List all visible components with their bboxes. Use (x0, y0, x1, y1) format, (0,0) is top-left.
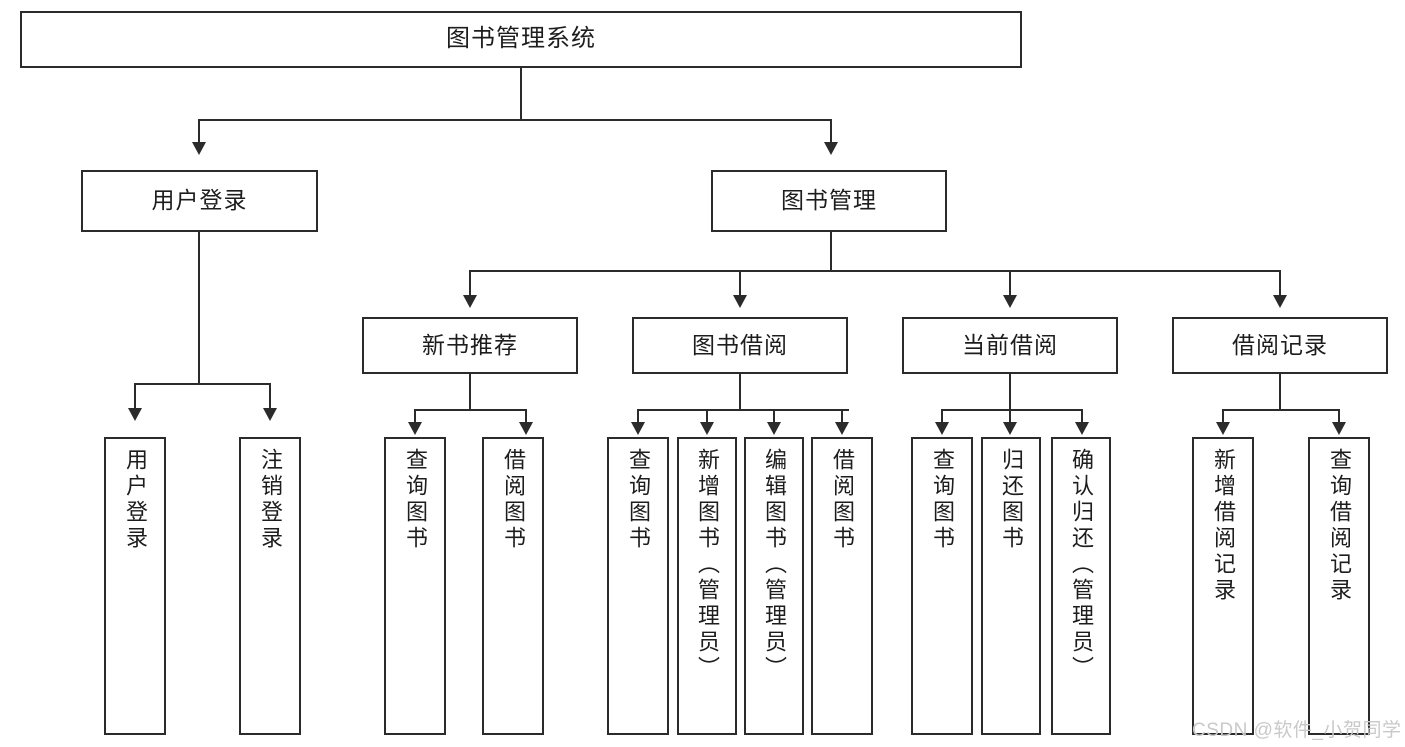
edge-bus-level2 (469, 270, 1281, 272)
node-label: 图书借阅 (692, 331, 788, 358)
edge-book-manage-stem (830, 232, 832, 271)
edge-bus-current-borrow-leaves (941, 409, 1083, 411)
node-label: 借阅图书 (830, 448, 855, 552)
arrow-bb-add (700, 422, 714, 435)
leaf-nb-borrow-book[interactable]: 借阅图书 (482, 437, 544, 735)
arrow-bb-query (631, 422, 645, 435)
node-label: 图书管理系统 (446, 25, 596, 53)
edge-drop-br-add (1222, 409, 1224, 425)
node-label: 借阅图书 (501, 448, 526, 552)
edge-bus-borrow-record-leaves (1222, 409, 1340, 411)
edge-bus-level1 (198, 119, 832, 121)
leaf-cb-confirm-return[interactable]: 确认归还（管理员） (1051, 437, 1111, 735)
edge-drop-cb-return (1009, 409, 1011, 425)
node-borrow-record[interactable]: 借阅记录 (1172, 317, 1388, 374)
edge-drop-current-borrow (1009, 270, 1011, 298)
node-label: 用户登录 (123, 448, 148, 552)
edge-drop-cb-query (941, 409, 943, 425)
edge-drop-leaf-user-login (134, 383, 136, 411)
edge-drop-bb-edit (773, 409, 775, 425)
leaf-bb-query-book[interactable]: 查询图书 (607, 437, 669, 735)
node-label: 编辑图书（管理员） (762, 448, 787, 682)
edge-drop-borrow-record (1279, 270, 1281, 298)
node-label: 注销登录 (258, 448, 283, 552)
arrow-book-manage (824, 142, 838, 155)
edge-bus-book-borrow-leaves (637, 409, 849, 411)
node-label: 当前借阅 (962, 331, 1058, 358)
arrow-bb-edit (767, 422, 781, 435)
edge-drop-bb-query (637, 409, 639, 425)
node-label: 确认归还（管理员） (1069, 448, 1094, 682)
node-label: 查询图书 (930, 448, 955, 552)
leaf-br-query-record[interactable]: 查询借阅记录 (1308, 437, 1370, 735)
leaf-logout[interactable]: 注销登录 (239, 437, 301, 735)
leaf-user-login[interactable]: 用户登录 (104, 437, 166, 735)
edge-drop-user-login (198, 119, 200, 145)
edge-user-login-stem (198, 232, 200, 384)
edge-current-borrow-stem (1009, 374, 1011, 410)
node-root-system[interactable]: 图书管理系统 (20, 11, 1022, 68)
edge-drop-nb-borrow (525, 409, 527, 425)
arrow-user-login (192, 142, 206, 155)
edge-bus-user-login-leaves (134, 383, 270, 385)
edge-drop-book-manage (830, 119, 832, 145)
arrow-cb-return (1003, 422, 1017, 435)
node-label: 查询图书 (626, 448, 651, 552)
arrow-current-borrow (1003, 295, 1017, 308)
node-label: 借阅记录 (1232, 331, 1328, 358)
edge-new-book-stem (469, 374, 471, 410)
arrow-nb-query (408, 422, 422, 435)
edge-drop-bb-borrow (841, 409, 843, 425)
arrow-br-query (1332, 422, 1346, 435)
leaf-br-add-record[interactable]: 新增借阅记录 (1192, 437, 1254, 735)
arrow-cb-confirm (1075, 422, 1089, 435)
arrow-nb-borrow (519, 422, 533, 435)
node-label: 新增图书（管理员） (695, 448, 720, 682)
arrow-bb-borrow (835, 422, 849, 435)
edge-borrow-record-stem (1279, 374, 1281, 410)
edge-drop-nb-query (414, 409, 416, 425)
edge-drop-br-query (1338, 409, 1340, 425)
edge-drop-cb-confirm (1081, 409, 1083, 425)
arrow-book-borrow (733, 295, 747, 308)
node-label: 用户登录 (151, 187, 248, 214)
node-book-borrow[interactable]: 图书借阅 (632, 317, 848, 374)
edge-drop-bb-add (706, 409, 708, 425)
node-label: 查询图书 (403, 448, 428, 552)
leaf-bb-borrow-book[interactable]: 借阅图书 (811, 437, 873, 735)
leaf-cb-query-book[interactable]: 查询图书 (911, 437, 973, 735)
arrow-cb-query (935, 422, 949, 435)
arrow-new-book (463, 295, 477, 308)
node-current-borrow[interactable]: 当前借阅 (902, 317, 1118, 374)
node-new-book-recommend[interactable]: 新书推荐 (362, 317, 578, 374)
edge-root-stem (520, 68, 522, 120)
node-label: 新增借阅记录 (1211, 448, 1236, 604)
leaf-nb-query-book[interactable]: 查询图书 (384, 437, 446, 735)
leaf-bb-add-book[interactable]: 新增图书（管理员） (677, 437, 737, 735)
node-label: 归还图书 (999, 448, 1024, 552)
node-user-login[interactable]: 用户登录 (81, 170, 318, 232)
node-label: 新书推荐 (422, 331, 518, 358)
node-book-manage[interactable]: 图书管理 (711, 170, 947, 232)
node-label: 图书管理 (781, 187, 877, 214)
arrow-borrow-record (1273, 295, 1287, 308)
edge-drop-new-book (469, 270, 471, 298)
leaf-bb-edit-book[interactable]: 编辑图书（管理员） (744, 437, 804, 735)
leaf-cb-return-book[interactable]: 归还图书 (981, 437, 1041, 735)
edge-drop-leaf-logout (269, 383, 271, 411)
edge-drop-book-borrow (739, 270, 741, 298)
arrow-br-add (1216, 422, 1230, 435)
edge-book-borrow-stem (739, 374, 741, 410)
arrow-leaf-logout (263, 408, 277, 421)
edge-bus-new-book-leaves (414, 409, 527, 411)
node-label: 查询借阅记录 (1327, 448, 1352, 604)
arrow-leaf-user-login (128, 408, 142, 421)
